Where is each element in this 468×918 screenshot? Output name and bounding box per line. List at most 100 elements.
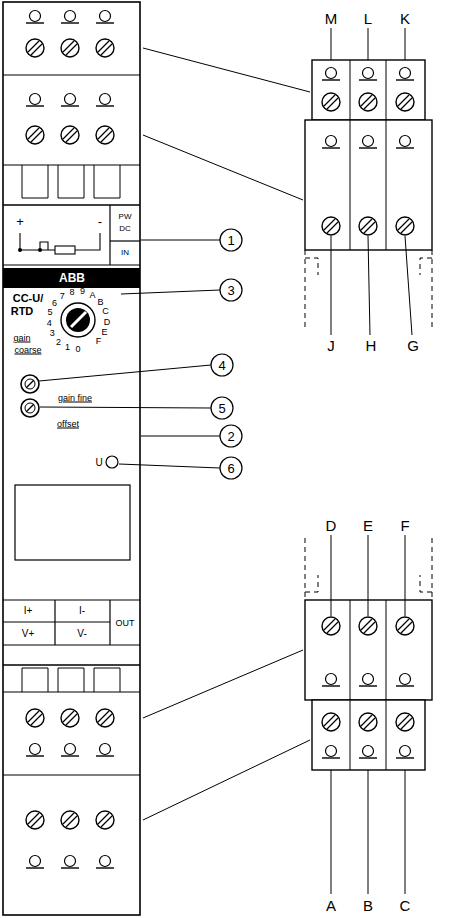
callout-number: 3 <box>227 284 234 297</box>
power-label: DC <box>119 225 131 233</box>
output-label: OUT <box>116 619 135 628</box>
leader-lines <box>39 240 220 468</box>
letter-leaders <box>331 28 412 335</box>
trimmer-caption: gain fine <box>58 394 92 403</box>
dial-digit: B <box>98 297 104 306</box>
terminal-detail-lower <box>312 700 425 770</box>
offset-trimmer <box>21 399 39 417</box>
dial-digit: 4 <box>47 319 52 328</box>
terminal-screw <box>96 709 114 727</box>
callout-circle <box>211 397 233 419</box>
callout-circle <box>211 354 233 376</box>
output-signal: I+ <box>24 606 33 616</box>
terminal-screw <box>96 39 114 57</box>
wire-hole <box>96 744 114 757</box>
terminal-screw <box>61 39 79 57</box>
leader-line <box>141 240 220 241</box>
terminal-screw <box>322 93 340 111</box>
terminal-screw <box>396 93 414 111</box>
output-signal: V+ <box>22 629 35 639</box>
terminal-letter: A <box>326 898 336 913</box>
callout-circles <box>211 229 242 479</box>
terminal-divider <box>350 60 351 120</box>
projection-line <box>143 740 310 820</box>
panel-line <box>109 600 110 645</box>
terminal-divider <box>386 600 387 700</box>
terminal-screw <box>96 126 114 144</box>
dial-digit: 9 <box>80 287 85 296</box>
dial-digit: 1 <box>65 343 70 352</box>
label-window <box>15 485 130 560</box>
terminal-letter: F <box>400 518 409 533</box>
power-label: PW <box>119 213 132 221</box>
wire-hole <box>61 11 79 24</box>
leader-line <box>405 28 406 60</box>
wire-hole <box>61 856 79 869</box>
brand-bar <box>3 268 140 288</box>
dial-caption: coarse <box>14 346 41 355</box>
leader-line <box>368 770 369 894</box>
leader-line <box>405 770 406 894</box>
leader-line <box>331 770 332 894</box>
dial-digit: 7 <box>60 291 65 300</box>
callout-circle <box>220 457 242 479</box>
terminal-letter: M <box>325 11 338 26</box>
terminal-divider <box>350 700 351 770</box>
leader-line <box>40 407 211 408</box>
dial-digit: D <box>104 317 111 326</box>
panel-line <box>3 599 140 600</box>
wire-hole <box>322 68 340 81</box>
leader-line <box>39 365 211 381</box>
leader-line <box>331 535 332 616</box>
terminal-screw <box>396 217 414 235</box>
wire-hole <box>96 11 114 24</box>
dial-digit: 8 <box>69 287 74 296</box>
module-housing <box>3 2 140 915</box>
block-divider <box>3 164 140 165</box>
trimmer-slot <box>26 404 34 412</box>
wire-hole <box>396 68 414 81</box>
leader-line <box>141 436 220 437</box>
panel-line <box>54 600 55 645</box>
wire-hole <box>26 94 44 107</box>
terminal-detail-upper <box>312 60 425 120</box>
terminal-screw <box>61 126 79 144</box>
terminal-screw <box>359 93 377 111</box>
junction-dot <box>38 248 42 252</box>
callout-number: 1 <box>227 234 234 247</box>
leader-line <box>121 290 220 294</box>
junction-dot <box>18 248 22 252</box>
terminal-letter: G <box>407 338 419 353</box>
terminal-screw <box>322 617 340 635</box>
wire-hole <box>96 94 114 107</box>
callout-number: 2 <box>227 430 234 443</box>
trimmer-inner <box>25 403 35 413</box>
model-name: RTD <box>11 306 34 317</box>
wire-hole <box>359 136 377 149</box>
terminal-screw <box>26 811 44 829</box>
terminal-letter: J <box>327 338 335 353</box>
terminal-letter: B <box>363 898 373 913</box>
panel-line <box>110 240 140 241</box>
terminal-screw <box>26 39 44 57</box>
wire-hole <box>322 136 340 149</box>
leader-line <box>331 236 332 335</box>
coarse-dial <box>61 303 95 337</box>
dial-pointer <box>71 312 86 327</box>
block-divider <box>3 691 140 692</box>
projection-line <box>143 135 303 200</box>
terminal-divider <box>386 700 387 770</box>
leader-line <box>368 535 369 616</box>
wire-hole <box>396 136 414 149</box>
wire-hole <box>26 744 44 757</box>
block-divider <box>3 74 140 75</box>
terminal-screw <box>359 617 377 635</box>
trimmer-slot <box>26 380 34 388</box>
dial-knob <box>66 308 90 332</box>
terminal-letter: C <box>400 898 411 913</box>
callout-circle <box>220 279 242 301</box>
power-label: IN <box>121 249 129 257</box>
panel-line <box>109 205 110 265</box>
